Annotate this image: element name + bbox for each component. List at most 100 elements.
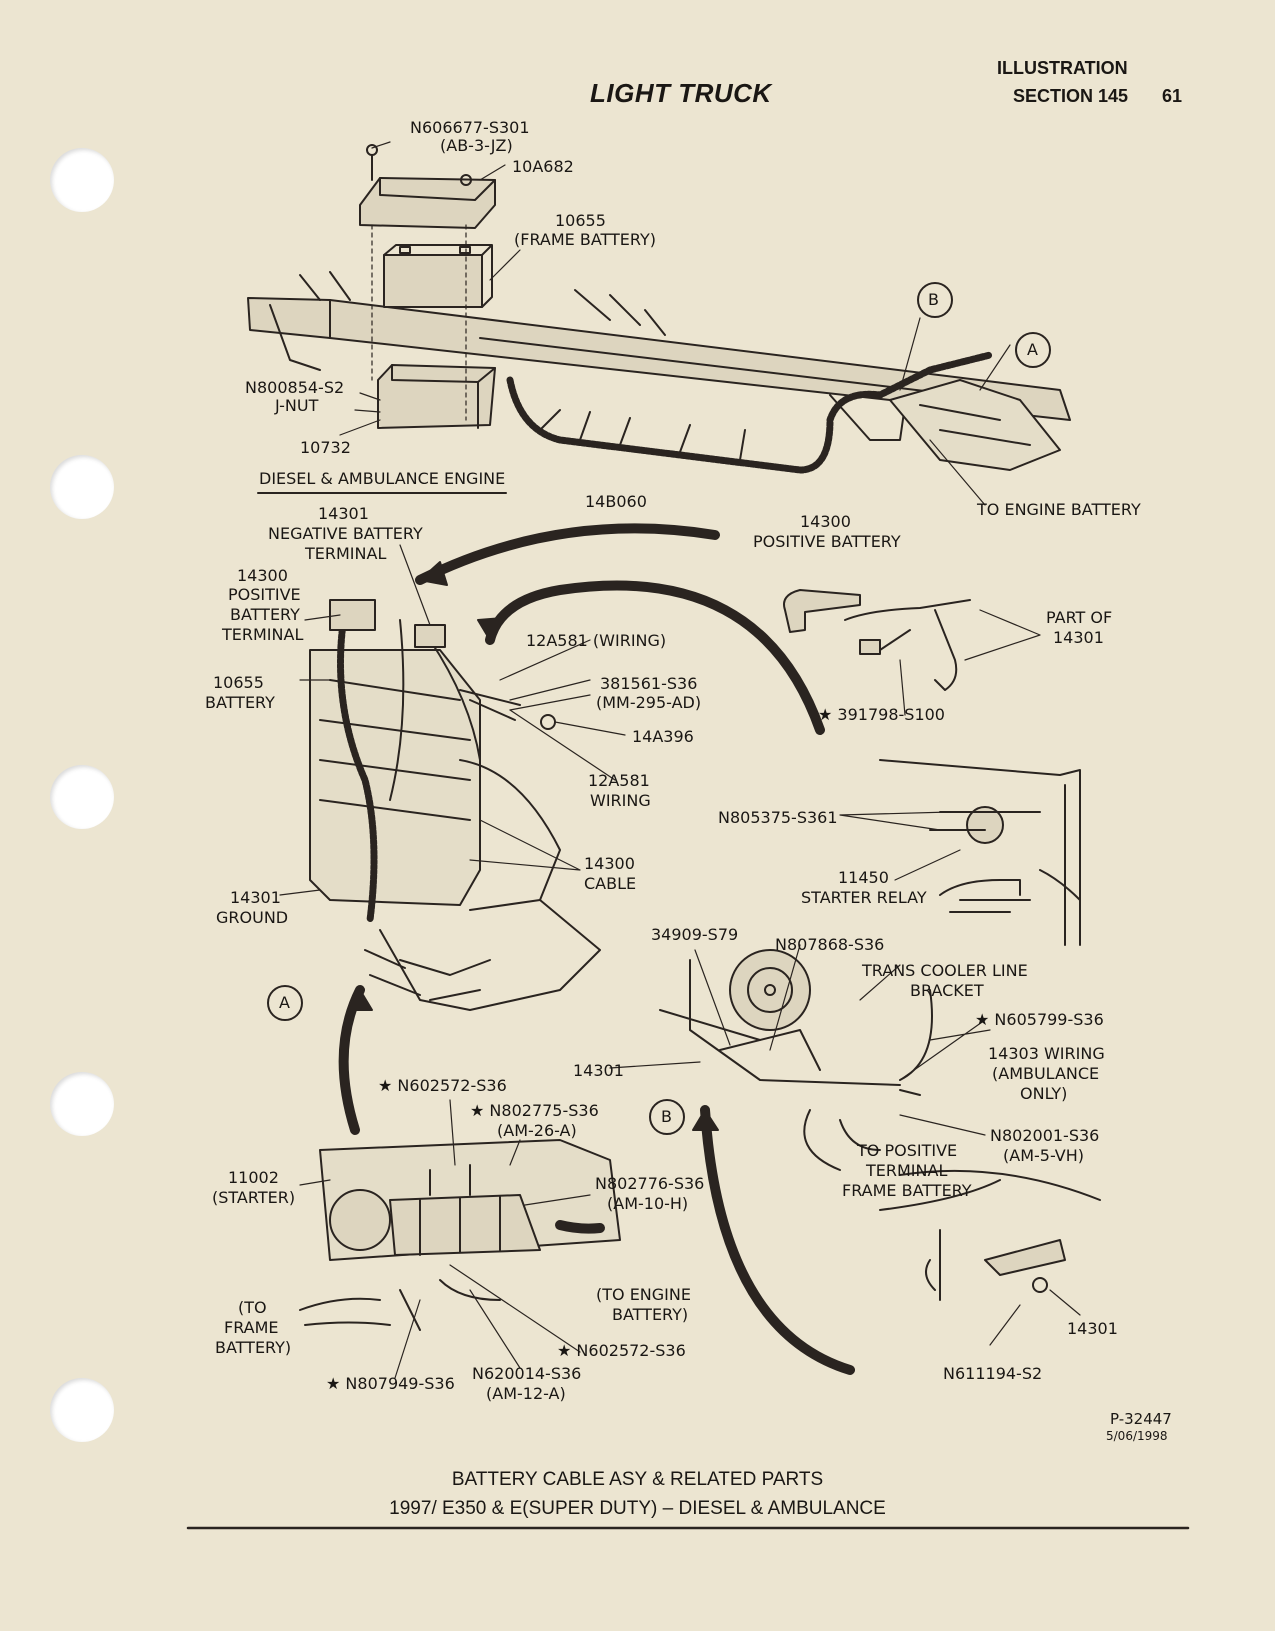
label-screw-code: (MM-295-AD)	[596, 693, 702, 712]
battery-tray	[377, 364, 496, 429]
label-starter-num: 11002	[228, 1168, 279, 1187]
label-ground-cable: 14301	[1067, 1319, 1118, 1338]
label-bracket-2: BRACKET	[910, 981, 984, 1000]
label-battery: BATTERY	[205, 693, 275, 712]
label-cover: 10A682	[512, 157, 574, 176]
arrow-b-lower	[700, 1105, 855, 1375]
label-part-of-num: 14301	[1053, 628, 1104, 647]
label-pos-term-2: BATTERY	[230, 605, 300, 624]
label-relay: STARTER RELAY	[801, 888, 927, 907]
label-bolt-n602572-2: ★ N602572-S36	[557, 1341, 686, 1360]
label-nut-n620014-code: (AM-12-A)	[486, 1384, 566, 1403]
label-wiring-14303-2: (AMBULANCE	[992, 1064, 1100, 1083]
section-label: SECTION 145	[1013, 86, 1129, 106]
label-tray: 10732	[300, 438, 351, 457]
label-nut: N800854-S2	[245, 378, 345, 397]
label-neg-term-num: 14301	[318, 504, 369, 523]
label-nut-n802776: N802776-S36	[595, 1174, 705, 1193]
label-pos-term-3: TERMINAL	[222, 625, 304, 644]
footer-line-1: BATTERY CABLE ASY & RELATED PARTS	[451, 1469, 824, 1490]
label-to-frame-1: (TO	[238, 1298, 267, 1317]
label-ground-num: 14301	[230, 888, 281, 907]
label-to-frame-3: BATTERY)	[215, 1338, 292, 1357]
callout-b-lower-text: B	[661, 1107, 672, 1126]
page-title: LIGHT TRUCK	[590, 78, 772, 108]
label-bracket-1: TRANS COOLER LINE	[862, 961, 1028, 980]
binder-hole	[50, 1072, 114, 1136]
callout-a-left	[267, 985, 303, 1021]
label-nut-n605799: ★ N605799-S36	[975, 1010, 1104, 1029]
label-ground: GROUND	[216, 908, 289, 927]
label-frame-battery: (FRAME BATTERY)	[514, 230, 657, 249]
label-harness: 14B060	[585, 492, 647, 511]
callout-b-text: B	[928, 290, 939, 309]
label-nut-n620014: N620014-S36	[472, 1364, 582, 1383]
label-to-pos-3: FRAME BATTERY	[842, 1181, 972, 1200]
label-nut-n807949: ★ N807949-S36	[326, 1374, 455, 1393]
label-bolt-n602572: ★ N602572-S36	[378, 1076, 507, 1095]
label-pos-batt: POSITIVE BATTERY	[753, 532, 901, 551]
label-jnut: J-NUT	[275, 396, 319, 415]
binder-hole	[50, 765, 114, 829]
label-cable: CABLE	[584, 874, 637, 893]
label-pos-batt-num: 14300	[800, 512, 851, 531]
top-view-caption: DIESEL & AMBULANCE ENGINE	[259, 469, 506, 488]
label-starter: (STARTER)	[212, 1188, 296, 1207]
label-frame-battery-num: 10655	[555, 211, 606, 230]
footer-line-2: 1997/ E350 & E(SUPER DUTY) – DIESEL & AM…	[389, 1498, 886, 1519]
label-neg-term-2: TERMINAL	[305, 544, 387, 563]
label-to-engine-2: BATTERY)	[612, 1305, 689, 1324]
label-neg-term-1: NEGATIVE BATTERY	[268, 524, 423, 543]
figure-ref: P-32447	[1110, 1410, 1172, 1428]
label-to-engine-battery: TO ENGINE BATTERY	[977, 500, 1141, 519]
callout-b-lower	[649, 1099, 685, 1135]
label-bolt-n802775-code: (AM-26-A)	[497, 1121, 577, 1140]
label-part-of: PART OF	[1046, 608, 1113, 627]
label-to-frame-2: FRAME	[224, 1318, 279, 1337]
label-wiring-2: WIRING	[590, 791, 651, 810]
engine-bay	[309, 649, 601, 1011]
binder-hole	[50, 148, 114, 212]
label-pos-term-num: 14300	[237, 566, 288, 585]
callout-a-text: A	[1027, 340, 1038, 359]
positive-terminal-detail	[783, 589, 971, 691]
label-bolt: N606677-S301	[410, 118, 530, 137]
label-cable-14301: 14301	[573, 1061, 624, 1080]
battery-cable-14300	[337, 606, 378, 924]
binder-hole	[50, 455, 114, 519]
callout-a-left-text: A	[279, 993, 290, 1012]
frame-battery	[383, 244, 493, 308]
figure-date: 5/06/1998	[1106, 1429, 1168, 1443]
label-wiring-1: 12A581 (WIRING)	[526, 631, 667, 650]
label-screw: 381561-S36	[600, 674, 698, 693]
arrow-top-to-mid	[415, 523, 720, 585]
starter-motor	[319, 1139, 621, 1261]
label-nut-n802001-code: (AM-5-VH)	[1003, 1146, 1084, 1165]
starter-cable	[555, 1220, 605, 1234]
binder-hole	[50, 1378, 114, 1442]
label-relay-num: 11450	[838, 868, 889, 887]
label-nut-391798: ★ 391798-S100	[818, 705, 945, 724]
battery-cover	[359, 144, 496, 229]
arrow-mid-right	[485, 580, 825, 735]
label-to-engine-1: (TO ENGINE	[596, 1285, 691, 1304]
label-bolt-n807868: N807868-S36	[775, 935, 885, 954]
label-clip: 14A396	[632, 727, 694, 746]
label-battery-num: 10655	[213, 673, 264, 692]
callout-a-top	[1015, 332, 1051, 368]
label-wiring-2-num: 12A581	[588, 771, 650, 790]
label-bolt-34909: 34909-S79	[651, 925, 739, 944]
label-wiring-14303: 14303 WIRING	[988, 1044, 1105, 1063]
label-relay-nut: N805375-S361	[718, 808, 838, 827]
starter-relay-detail	[879, 759, 1081, 946]
ground-bracket-detail	[879, 1169, 1101, 1301]
label-ground-bolt: N611194-S2	[943, 1364, 1043, 1383]
label-cable-num: 14300	[584, 854, 635, 873]
label-to-pos-1: TO POSITIVE	[857, 1141, 958, 1160]
label-pos-term-1: POSITIVE	[228, 585, 301, 604]
harness-14b060	[506, 351, 994, 474]
label-wiring-14303-3: ONLY)	[1020, 1084, 1068, 1103]
label-to-pos-2: TERMINAL	[866, 1161, 948, 1180]
